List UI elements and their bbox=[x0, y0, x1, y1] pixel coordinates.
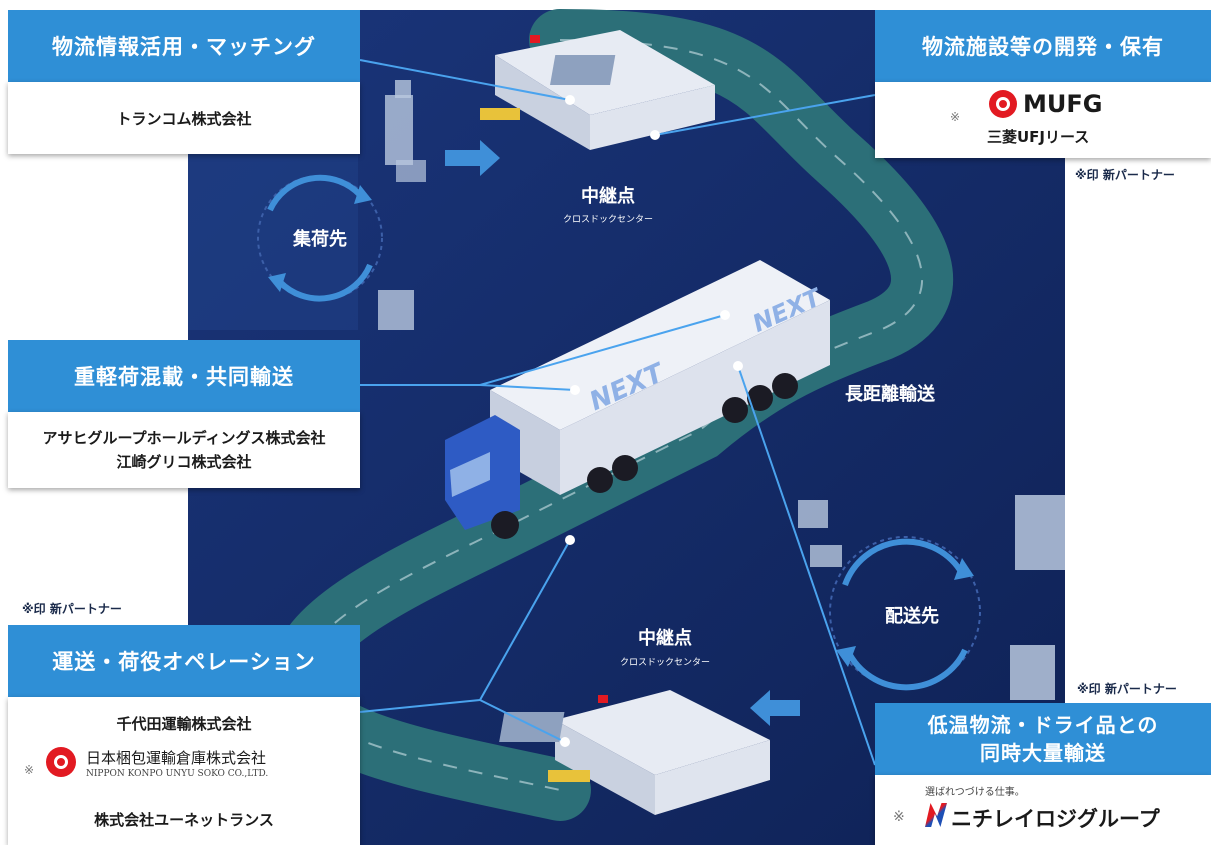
nichirei-logo-icon bbox=[925, 803, 947, 827]
company-chiyoda: 千代田運輸株式会社 bbox=[116, 715, 252, 733]
company-mufg-lease: 三菱UFJリース bbox=[987, 128, 1090, 146]
panel-cold-title-line2: 同時大量輸送 bbox=[980, 741, 1106, 765]
company-nippon-konpo-en: NIPPON KONPO UNYU SOKO CO.,LTD. bbox=[86, 769, 269, 779]
new-partner-mark: ※ bbox=[24, 763, 35, 777]
panel-matching-body: トランコム株式会社 bbox=[8, 82, 360, 154]
pickup-label: 集荷先 bbox=[292, 228, 347, 250]
connector-lines bbox=[359, 59, 876, 766]
panel-operations: 運送・荷役オペレーション 千代田運輸株式会社 ※ 日本梱包運輸倉庫株式会社 NI… bbox=[8, 625, 360, 845]
flow-arrow-top bbox=[445, 140, 500, 176]
nippon-konpo-logo-icon bbox=[46, 747, 76, 777]
company-asahi: アサヒグループホールディングス株式会社 bbox=[42, 429, 326, 447]
mufg-logo-icon bbox=[989, 90, 1017, 118]
company-glico: 江崎グリコ株式会社 bbox=[116, 453, 252, 471]
company-unet: 株式会社ユーネットランス bbox=[94, 811, 274, 829]
panel-mixed-title: 重軽荷混載・共同輸送 bbox=[8, 340, 360, 412]
panel-cold-chain: 低温物流・ドライ品との 同時大量輸送 選ばれつづける仕事。 ※ ニチレイロジグル… bbox=[875, 703, 1211, 845]
panel-matching: 物流情報活用・マッチング トランコム株式会社 bbox=[8, 10, 360, 154]
delivery-cycle bbox=[829, 536, 981, 691]
company-nippon-konpo: 日本梱包運輸倉庫株式会社 bbox=[86, 749, 267, 767]
long-haul-label: 長距離輸送 bbox=[845, 383, 936, 405]
company-trancom: トランコム株式会社 bbox=[116, 109, 252, 128]
relay-bottom-label: 中継点 bbox=[638, 627, 692, 649]
nichirei-logo-text: ニチレイロジグループ bbox=[951, 807, 1160, 831]
flow-arrow-bottom bbox=[750, 690, 800, 726]
note-new-partner-right: ※印 新パートナー bbox=[1077, 682, 1177, 696]
panel-operations-title: 運送・荷役オペレーション bbox=[8, 625, 360, 697]
new-partner-mark: ※ bbox=[893, 809, 905, 825]
pickup-cycle bbox=[257, 174, 383, 302]
note-new-partner-left: ※印 新パートナー bbox=[22, 602, 122, 616]
nichirei-tagline: 選ばれつづける仕事。 bbox=[925, 787, 1025, 798]
city-buildings bbox=[378, 80, 1065, 700]
mufg-logo-text: MUFG bbox=[1023, 90, 1103, 118]
relay-top-sublabel: クロスドックセンター bbox=[563, 214, 653, 225]
panel-facility-title: 物流施設等の開発・保有 bbox=[875, 10, 1211, 82]
panel-mixed-transport: 重軽荷混載・共同輸送 アサヒグループホールディングス株式会社 江崎グリコ株式会社 bbox=[8, 340, 360, 488]
panel-cold-title: 低温物流・ドライ品との 同時大量輸送 bbox=[875, 703, 1211, 775]
panel-operations-body: 千代田運輸株式会社 ※ 日本梱包運輸倉庫株式会社 NIPPON KONPO UN… bbox=[8, 697, 360, 845]
note-new-partner-top: ※印 新パートナー bbox=[1075, 168, 1175, 182]
relay-bottom-sublabel: クロスドックセンター bbox=[620, 657, 710, 668]
relay-top-label: 中継点 bbox=[581, 185, 635, 207]
new-partner-mark: ※ bbox=[950, 110, 961, 124]
panel-facility-body: ※ MUFG 三菱UFJリース bbox=[875, 82, 1211, 158]
panel-mixed-body: アサヒグループホールディングス株式会社 江崎グリコ株式会社 bbox=[8, 412, 360, 488]
warehouse-bottom bbox=[499, 690, 770, 815]
panel-cold-title-line1: 低温物流・ドライ品との bbox=[927, 713, 1159, 737]
panel-cold-body: 選ばれつづける仕事。 ※ ニチレイロジグループ bbox=[875, 775, 1211, 845]
panel-facility: 物流施設等の開発・保有 ※ MUFG 三菱UFJリース bbox=[875, 10, 1211, 158]
delivery-label: 配送先 bbox=[885, 605, 939, 627]
warehouse-top bbox=[480, 30, 715, 150]
panel-matching-title: 物流情報活用・マッチング bbox=[8, 10, 360, 82]
